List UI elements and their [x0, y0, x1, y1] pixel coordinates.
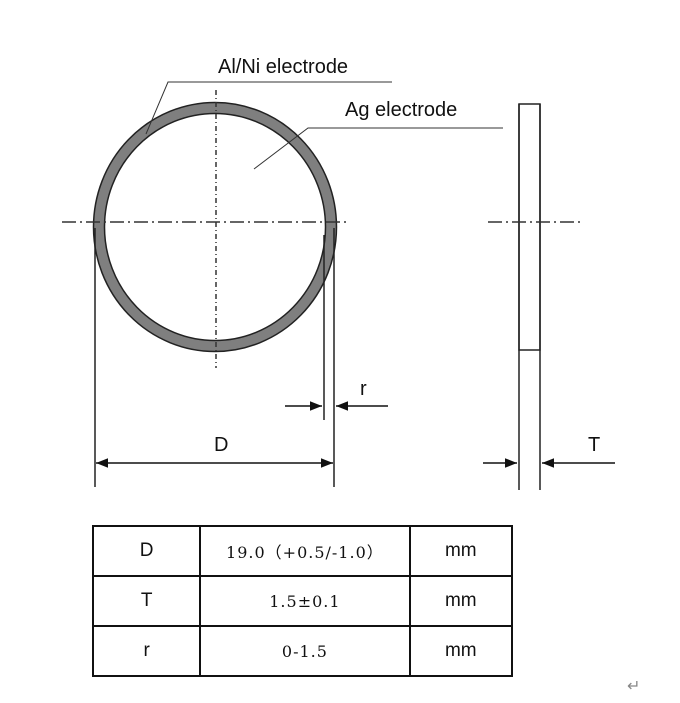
- al-ni-leader: [145, 81, 392, 135]
- param-cell: D: [91, 525, 202, 577]
- table-row: T 1.5±0.1 mm: [91, 575, 514, 627]
- ag-leader: [253, 127, 503, 170]
- electrode-disc-side-view: [518, 103, 541, 490]
- table-row: r 0-1.5 mm: [91, 625, 514, 677]
- unit-cell: mm: [408, 525, 514, 577]
- d-dimension-label: D: [214, 434, 229, 456]
- al-ni-electrode-label: Al/Ni electrode: [218, 56, 349, 78]
- r-dimension-label: r: [360, 378, 367, 400]
- return-mark-icon: ↵: [627, 678, 641, 695]
- electrode-disc-front-view: [92, 101, 338, 353]
- unit-cell: mm: [408, 575, 514, 627]
- table-row: D 19.0（+0.5/-1.0） mm: [91, 525, 514, 577]
- param-cell: T: [91, 575, 202, 627]
- ag-electrode-label: Ag electrode: [345, 99, 458, 121]
- unit-cell: mm: [408, 625, 514, 677]
- value-cell: 19.0（+0.5/-1.0）: [199, 525, 411, 577]
- value-cell: 1.5±0.1: [199, 575, 411, 627]
- param-cell: r: [91, 625, 202, 677]
- t-dimension-label: T: [588, 434, 601, 456]
- value-cell: 0-1.5: [199, 625, 411, 677]
- dimension-table: D 19.0（+0.5/-1.0） mm T 1.5±0.1 mm r 0-1.…: [91, 525, 514, 677]
